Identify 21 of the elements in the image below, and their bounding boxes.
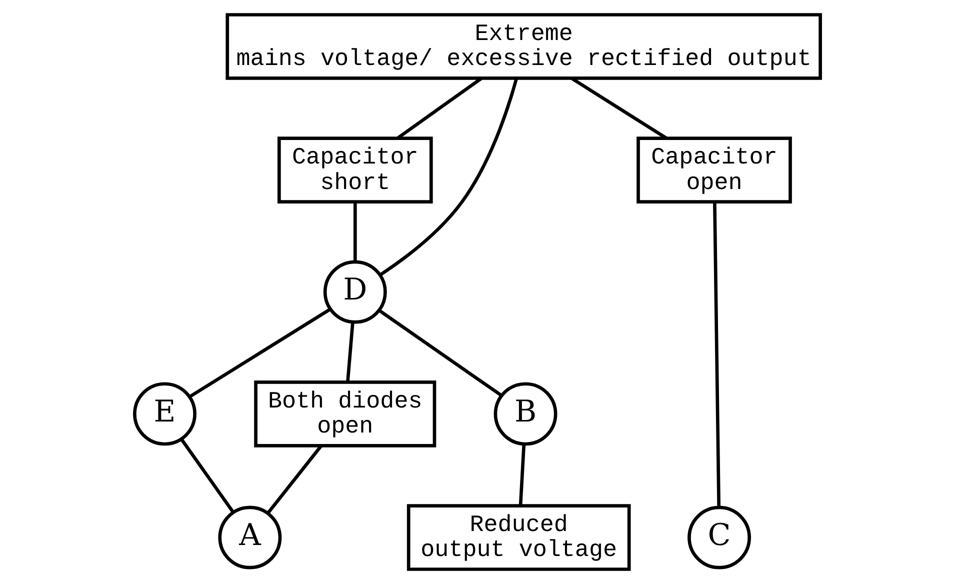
connector — [346, 322, 354, 382]
connector — [378, 78, 518, 276]
connector — [518, 444, 526, 506]
node-box: Both diodes open — [254, 380, 436, 448]
node-box: Capacitor short — [277, 136, 432, 204]
connector — [396, 77, 482, 140]
node-circle: D — [322, 260, 386, 324]
node-box: Capacitor open — [636, 136, 792, 204]
connector — [712, 202, 720, 508]
connector — [180, 438, 234, 514]
connector — [378, 309, 502, 397]
node-box: Extreme mains voltage/ excessive rectified output — [225, 13, 822, 80]
connector — [266, 444, 322, 514]
connector — [570, 77, 667, 140]
connector — [188, 308, 331, 398]
node-circle: E — [132, 382, 196, 446]
node-circle: A — [218, 506, 282, 570]
node-box: Reduced output voltage — [406, 504, 630, 571]
node-circle: C — [687, 506, 750, 570]
node-circle: B — [493, 382, 557, 446]
connector — [352, 202, 356, 262]
